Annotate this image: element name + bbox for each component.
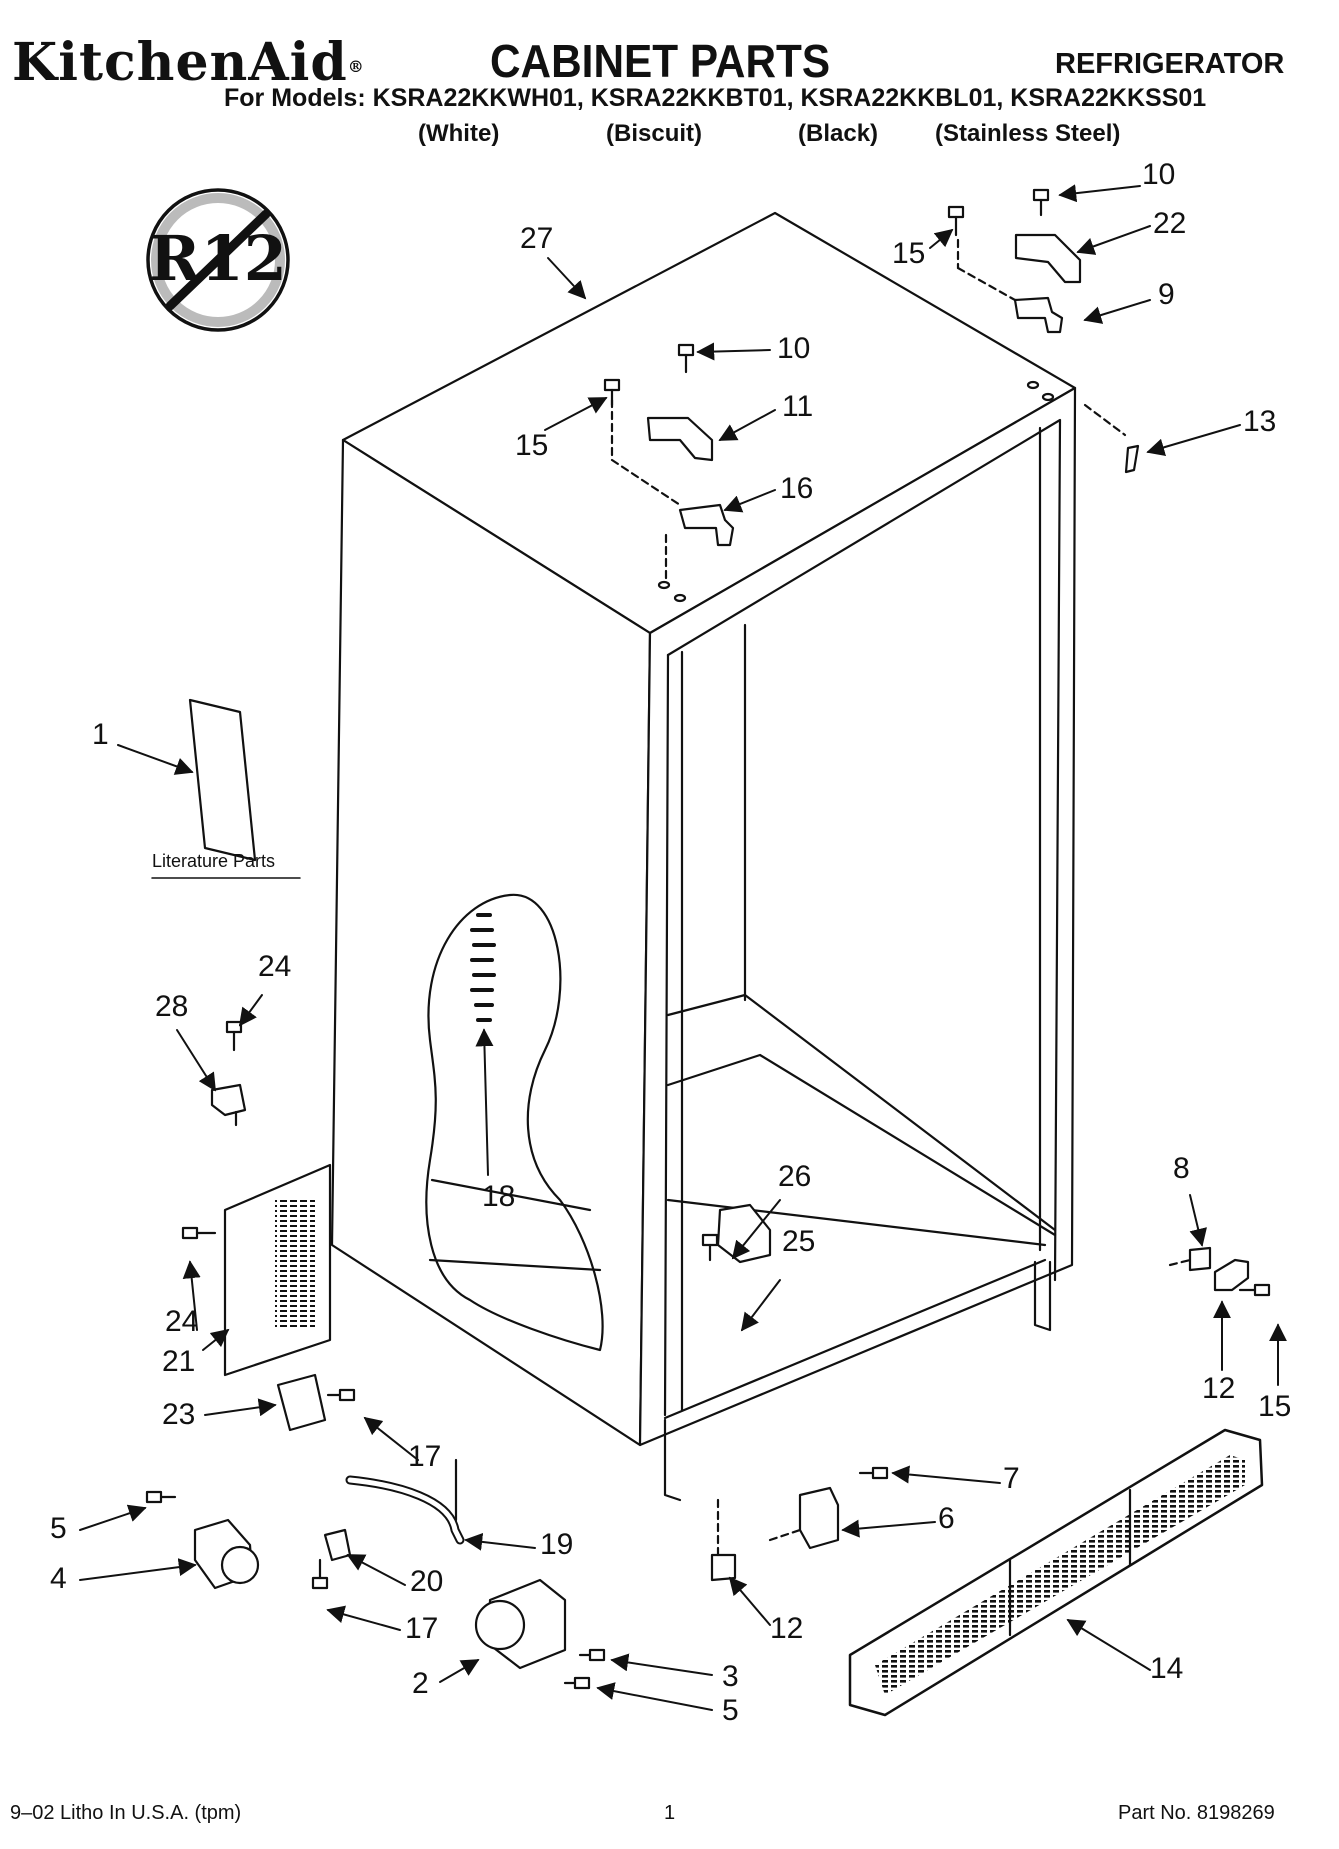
callout-label: 6 (938, 1502, 955, 1535)
callout-label: 8 (1173, 1152, 1190, 1185)
variant-white: (White) (418, 120, 500, 147)
lower-right-parts (710, 1203, 1264, 1717)
callout-label: 15 (1258, 1390, 1292, 1423)
callout-label: 18 (482, 1180, 516, 1213)
callout-label: 22 (1153, 207, 1187, 240)
callout-label: 15 (515, 429, 549, 462)
callout-label: 24 (165, 1305, 199, 1338)
callout-label: 26 (778, 1160, 812, 1193)
variant-black: (Black) (798, 120, 879, 147)
literature-parts-label: Literature Parts (152, 851, 276, 871)
no-r12-badge: R12 (146, 188, 290, 332)
callout-label: 16 (780, 472, 814, 505)
callout-label: 12 (1202, 1372, 1236, 1405)
top-hinges (610, 233, 1140, 582)
callout-label: 4 (50, 1562, 67, 1595)
callout-label: 7 (1003, 1462, 1020, 1495)
prohibition-icon (146, 188, 290, 332)
registered-mark: ® (347, 57, 365, 76)
callout-label: 23 (162, 1398, 196, 1431)
brand-logo: KitchenAid® (12, 32, 365, 93)
callout-label: 25 (782, 1225, 816, 1258)
callout-label: 9 (1158, 278, 1175, 311)
callout-label: 10 (777, 332, 811, 365)
callout-label: 24 (258, 950, 292, 983)
callout-label: 11 (782, 390, 814, 423)
leader-arrows (79, 184, 1287, 1711)
footer-print-info: 9–02 Litho In U.S.A. (tpm) (10, 1802, 242, 1824)
appliance-category: REFRIGERATOR (1055, 48, 1285, 80)
callout-label: 19 (540, 1528, 574, 1561)
badge-text: R12 (149, 222, 287, 295)
page-title: CABINET PARTS (490, 35, 831, 87)
callout-label: 1 (92, 718, 109, 751)
callout-label: 2 (412, 1667, 429, 1700)
part-number: Part No. 8198269 (1118, 1802, 1275, 1824)
lower-left-parts (151, 698, 567, 1670)
variant-stainless: (Stainless Steel) (935, 120, 1121, 147)
callout-label: 13 (1243, 405, 1277, 438)
variant-biscuit: (Biscuit) (606, 120, 702, 147)
callout-label: 17 (408, 1440, 442, 1473)
callout-label: 12 (770, 1612, 804, 1645)
callout-label: 10 (1142, 158, 1176, 191)
callout-label: 5 (50, 1512, 67, 1545)
callout-label: 15 (892, 237, 926, 270)
callout-label: 14 (1150, 1652, 1184, 1685)
callout-label: 21 (162, 1345, 196, 1378)
screws (145, 188, 1271, 1690)
callout-label: 28 (155, 990, 189, 1023)
callout-label: 3 (722, 1660, 739, 1693)
callout-label: 5 (722, 1694, 739, 1727)
callout-label: 20 (410, 1565, 444, 1598)
cabinet (330, 211, 1077, 1502)
callout-label: 27 (520, 222, 554, 255)
model-list: For Models: KSRA22KKWH01, KSRA22KKBT01, … (224, 84, 1207, 112)
page-number: 1 (664, 1802, 676, 1824)
callout-label: 17 (405, 1612, 439, 1645)
